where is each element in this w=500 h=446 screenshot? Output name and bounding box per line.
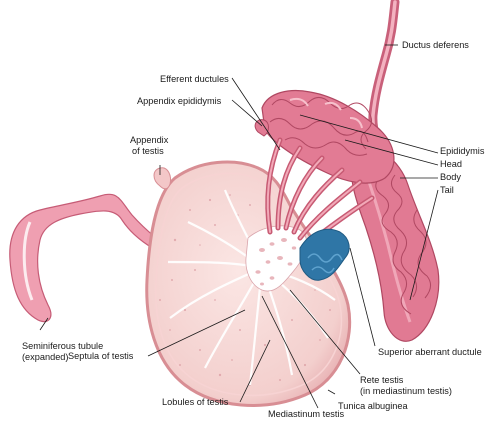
label-appendix-of-testis-1: Appendix [130,135,169,145]
seminiferous-tubule-shape [9,193,193,323]
label-mediastinum-testis: Mediastinum testis [268,409,344,419]
label-appendix-of-testis-2: of testis [132,146,164,156]
label-septula-of-testis: Septula of testis [68,351,134,361]
label-appendix-epididymis: Appendix epididymis [137,96,222,106]
label-lobules-of-testis: Lobules of testis [162,397,229,407]
testis-body [145,160,352,407]
label-ductus-deferens: Ductus deferens [402,40,469,50]
label-rete-testis-1: Rete testis [360,375,404,385]
label-epididymis: Epididymis [440,146,485,156]
labels: Ductus deferens Efferent ductules Append… [22,40,485,419]
label-head: Head [440,159,462,169]
appendix-epididymis-shape [254,119,269,137]
appendix-of-testis-shape [153,167,171,190]
epididymis-head-shape [261,89,395,184]
superior-aberrant-ductule-shape [299,228,350,281]
label-seminiferous-tubule-2: (expanded) [22,352,68,362]
efferent-ductules [265,137,375,249]
label-efferent-ductules: Efferent ductules [160,74,229,84]
label-tail: Tail [440,185,454,195]
label-rete-testis-2: (in mediastinum testis) [360,386,452,396]
leader-lines [39,44,439,409]
label-seminiferous-tubule-1: Seminiferous tubule [22,341,103,351]
label-superior-aberrant-ductule: Superior aberrant ductule [378,347,482,357]
label-body: Body [440,172,461,182]
label-tunica-albuginea: Tunica albuginea [338,401,409,411]
